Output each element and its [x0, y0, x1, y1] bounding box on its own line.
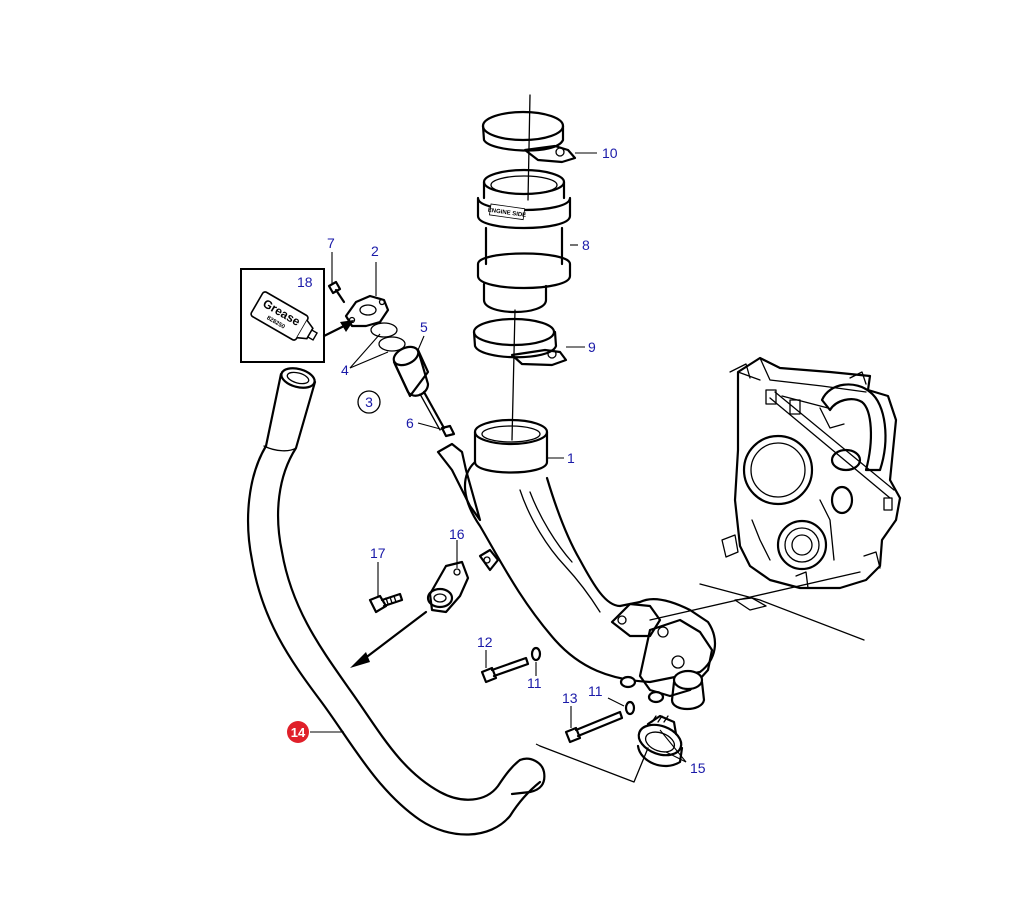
label-8[interactable]: 8 [582, 237, 590, 253]
washer-11-lower [607, 697, 636, 716]
assembly-arrow [358, 610, 428, 664]
bolt-17 [368, 562, 404, 614]
label-1[interactable]: 1 [567, 450, 575, 466]
label-13[interactable]: 13 [562, 690, 578, 706]
grease-callout-18: Grease 828250 [240, 268, 354, 363]
exhaust-elbow-1 [436, 418, 717, 711]
part-number-labels: 10 8 9 1 2 7 18 5 4 6 16 17 12 11 11 13 … [297, 145, 706, 776]
label-14[interactable]: 14 [291, 725, 306, 740]
label-10[interactable]: 10 [602, 145, 618, 161]
spacer-5 [392, 335, 430, 398]
bolt-13 [564, 706, 624, 744]
rubber-sleeve-8: ENGINE SIDE [476, 168, 578, 314]
bracket-16 [426, 540, 470, 614]
bolt-6 [417, 390, 456, 438]
label-2[interactable]: 2 [371, 243, 379, 259]
label-5[interactable]: 5 [420, 319, 428, 335]
hose-clamp-10 [481, 94, 597, 201]
label-15[interactable]: 15 [690, 760, 706, 776]
o-rings-4 [349, 322, 406, 369]
label-6[interactable]: 6 [406, 415, 414, 431]
label-17[interactable]: 17 [370, 545, 386, 561]
engine-block [649, 356, 902, 641]
label-7[interactable]: 7 [327, 235, 335, 251]
bolt-12 [480, 650, 530, 684]
label-9[interactable]: 9 [588, 339, 596, 355]
label-4[interactable]: 4 [341, 362, 349, 378]
sensor-cover-2 [344, 262, 390, 328]
label-16[interactable]: 16 [449, 526, 465, 542]
coolant-hose-14 [247, 367, 649, 836]
label-11-upper[interactable]: 11 [527, 675, 542, 691]
hose-clamp-15 [636, 714, 687, 768]
label-18[interactable]: 18 [297, 274, 313, 290]
callout-3-circle [357, 390, 381, 414]
washer-11-upper [530, 646, 542, 676]
sleeve-marking: ENGINE SIDE [487, 208, 526, 219]
hose-clamp-9 [472, 309, 585, 441]
label-3[interactable]: 3 [365, 394, 373, 410]
screw-7 [327, 252, 346, 304]
highlight-14-badge[interactable] [287, 721, 309, 743]
label-12[interactable]: 12 [477, 634, 493, 650]
arrow-head [350, 652, 370, 668]
label-11-lower[interactable]: 11 [588, 683, 603, 699]
